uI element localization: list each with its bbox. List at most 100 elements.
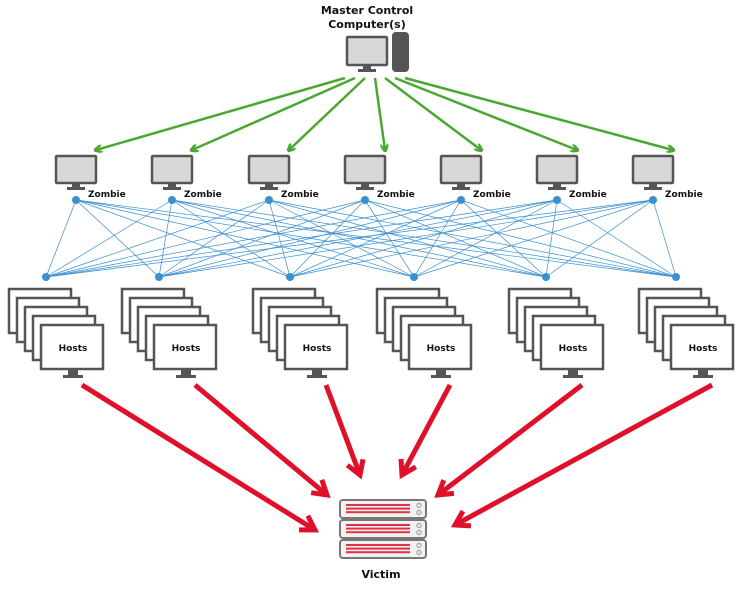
zombie-dot [553,196,561,204]
zombie-dot [168,196,176,204]
master-control-computer: Master Control Computer(s) [321,4,413,72]
zombie-dot [649,196,657,204]
monitor-base [693,375,713,378]
mesh-link [268,199,291,278]
hosts-label: Hosts [303,344,332,354]
monitor-base [176,375,196,378]
hosts-label: Hosts [427,344,456,354]
host-dot [672,273,680,281]
monitor-icon [535,154,579,190]
server-unit-icon [339,519,427,539]
mesh-link [171,199,415,278]
mesh-link [460,199,677,278]
mesh-link [652,199,677,278]
mesh-link [45,199,366,278]
mesh-link [289,199,558,278]
mesh-link [45,199,654,278]
mesh-link [268,199,415,278]
command-arrow [404,76,673,150]
monitor-stand [436,369,446,375]
master-title-line1: Master Control [321,4,413,17]
zombie-node: Zombie [535,154,607,204]
command-arrow [384,77,481,150]
monitor-icon [343,154,387,190]
mesh-link [545,199,558,278]
mesh-link [289,199,654,278]
host-dot [410,273,418,281]
mesh-link [289,199,462,278]
zombie-node: Zombie [439,154,511,204]
mesh-link [413,199,462,278]
zombie-label: Zombie [473,190,511,200]
command-arrow [289,77,366,150]
host-group: Hosts [120,273,218,378]
zombie-label: Zombie [281,190,319,200]
zombie-label: Zombie [569,190,607,200]
mesh-link [158,199,270,278]
monitor-stand [68,369,78,375]
monitor-stand [312,369,322,375]
mesh-link [158,199,558,278]
mesh-link [556,199,677,278]
server-unit-icon [339,539,427,559]
attack-arrows [80,382,714,533]
command-arrow [373,77,385,150]
mesh-link [45,199,270,278]
host-monitor-icon [39,323,105,371]
victim-label: Victim [361,568,400,581]
zombie-dot [361,196,369,204]
master-title-line2: Computer(s) [328,18,406,31]
monitor-icon [631,154,675,190]
command-arrows [96,76,673,150]
mesh-link [413,199,654,278]
mesh-link [289,199,366,278]
host-group: Hosts [7,273,105,378]
attack-arrow [193,383,331,499]
desktop-monitor-icon [345,35,389,72]
monitor-stand [181,369,191,375]
monitor-stand [568,369,578,375]
zombie-node: Zombie [631,154,703,204]
zombie-node: Zombie [247,154,319,204]
victim-server: Victim [339,499,427,581]
zombie-node: Zombie [54,154,126,204]
mesh-link [45,199,558,278]
monitor-base [307,375,327,378]
attack-arrow [80,382,320,533]
zombie-label: Zombie [377,190,415,200]
host-dot [42,273,50,281]
monitor-stand [698,369,708,375]
mesh-link [158,199,366,278]
host-dot [155,273,163,281]
mesh-link [413,199,558,278]
command-arrow [394,76,577,150]
attack-arrow [450,382,714,529]
zombie-host-mesh [45,199,677,278]
tower-case-icon [392,32,409,72]
zombie-node: Zombie [343,154,415,204]
mesh-link [45,199,77,278]
zombie-dot [265,196,273,204]
zombie-dot [72,196,80,204]
mesh-link [364,199,415,278]
zombie-node: Zombie [150,154,222,204]
hosts-label: Hosts [689,344,718,354]
host-dot [286,273,294,281]
mesh-link [158,199,462,278]
command-arrow [96,76,346,150]
mesh-link [158,199,173,278]
host-dot [542,273,550,281]
mesh-link [545,199,654,278]
monitor-icon [54,154,98,190]
mesh-link [171,199,291,278]
server-unit-icon [339,499,427,519]
attack-arrow [323,384,366,480]
mesh-link [158,199,654,278]
mesh-link [364,199,677,278]
host-monitor-icon [283,323,349,371]
zombie-label: Zombie [665,190,703,200]
host-group: Hosts [251,273,349,378]
zombie-dot [457,196,465,204]
